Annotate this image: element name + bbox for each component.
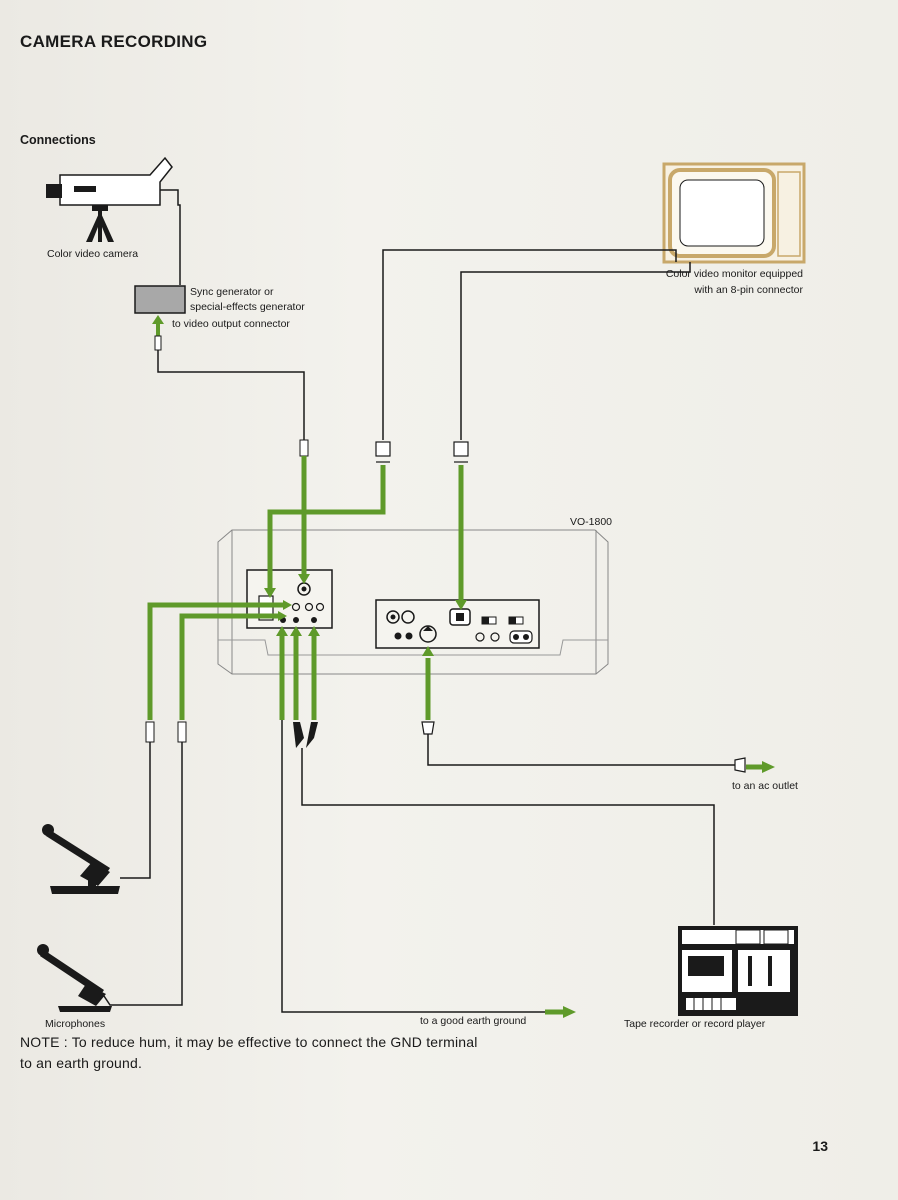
monitor-icon [662,162,806,264]
monitor-label-line1: Color video monitor equipped [665,268,803,280]
mic-cable-green-2 [179,613,280,720]
tape-cable [301,748,715,925]
monitor-cable-2 [460,262,691,440]
video-camera-icon [46,156,173,242]
sync-cable [157,350,305,440]
mic-cable-green-1 [147,602,285,720]
ac-outlet-label: to an ac outlet [732,780,798,792]
ac-plug-icon [734,757,746,773]
vcr-left-panel [246,569,333,629]
sync-generator-box [134,285,186,314]
earth-cable [281,720,545,1013]
video-output-label: to video output connector [172,318,290,330]
8pin-plug-icon [375,441,391,457]
sync-label-line1: Sync generator or [190,286,274,298]
microphone-icon-1 [42,824,120,894]
arrow-right-icon [762,761,775,773]
vcr-unit [217,529,609,675]
microphone-icon-2 [37,944,112,1012]
earth-ground-label: to a good earth ground [420,1015,527,1027]
microphones-label: Microphones [45,1018,106,1030]
monitor-label-line2: with an 8-pin connector [694,284,803,296]
vcr-right-panel [375,599,540,649]
note-text: NOTE : To reduce hum, it may be effectiv… [20,1034,478,1071]
monitor-cable-1 [382,249,677,440]
monitor-cable-green-1 [267,465,386,592]
vcr-model-label: VO-1800 [570,516,613,528]
tape-recorder-label: Tape recorder or record player [624,1018,766,1030]
page-title: CAMERA RECORDING [20,32,208,51]
camera-cable [160,189,181,285]
tape-recorder-icon [678,926,798,1016]
page-number: 13 [812,1138,828,1154]
arrow-right-icon [563,1006,576,1018]
camera-label: Color video camera [47,248,139,260]
section-heading: Connections [20,133,96,147]
bnc-plug-icon [154,335,162,351]
sync-label-line2: special-effects generator [190,301,305,313]
